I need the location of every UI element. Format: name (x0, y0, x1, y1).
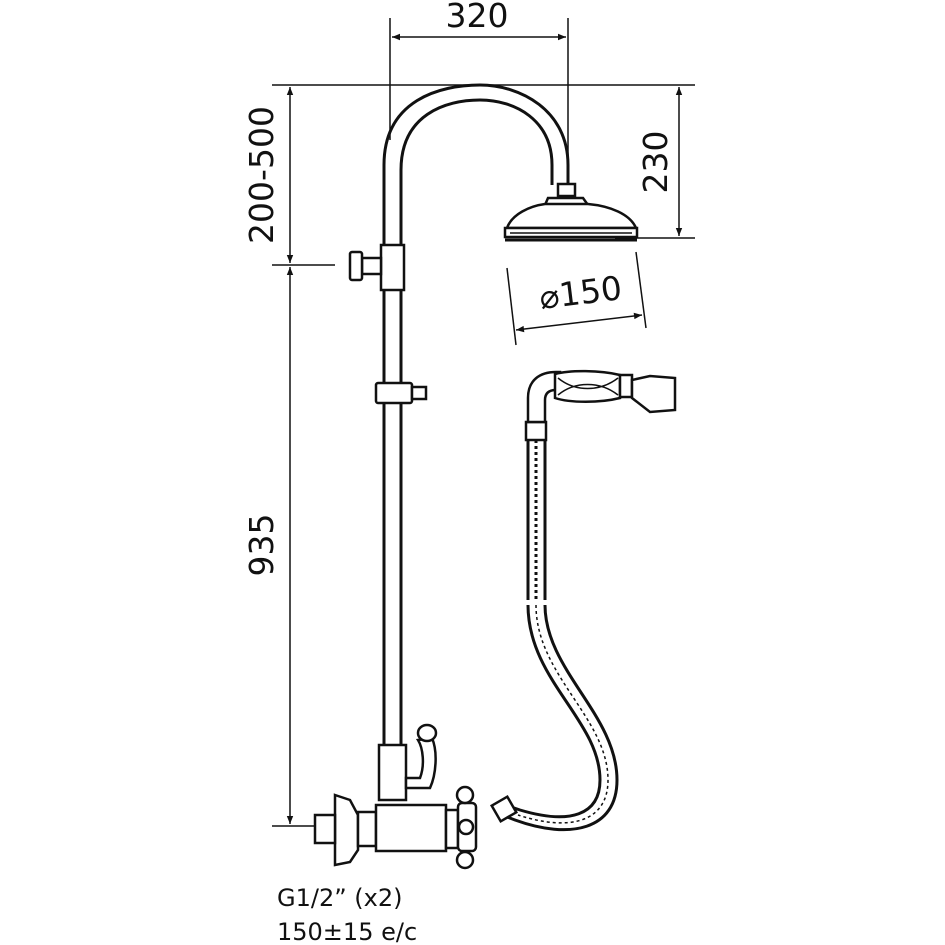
height-adjuster (348, 243, 406, 292)
riser-pipe (382, 83, 570, 745)
diverter-lever (377, 723, 438, 802)
dimension-riser-label: 200-500 (242, 106, 281, 244)
dimension-total-height-label: 935 (242, 514, 281, 577)
hand-shower-bracket (374, 381, 428, 405)
mixer-valve (313, 785, 478, 870)
dimension-total-height: 935 (242, 267, 320, 827)
dimension-head-diameter-label: ⌀150 (537, 268, 624, 317)
centers-note: 150±15 e/c (277, 918, 417, 945)
dimension-head-drop: 230 (615, 87, 695, 239)
connection-note: G1/2” (x2) (277, 884, 402, 912)
dimension-width-label: 320 (446, 0, 509, 35)
dimension-head-diameter: ⌀150 (506, 251, 647, 346)
shower-hose (489, 420, 619, 832)
dimension-width: 320 (389, 0, 569, 160)
dimension-head-drop-label: 230 (636, 131, 675, 194)
shower-head (503, 182, 639, 242)
hand-shower (526, 369, 677, 424)
dimension-riser: 200-500 (242, 87, 335, 266)
